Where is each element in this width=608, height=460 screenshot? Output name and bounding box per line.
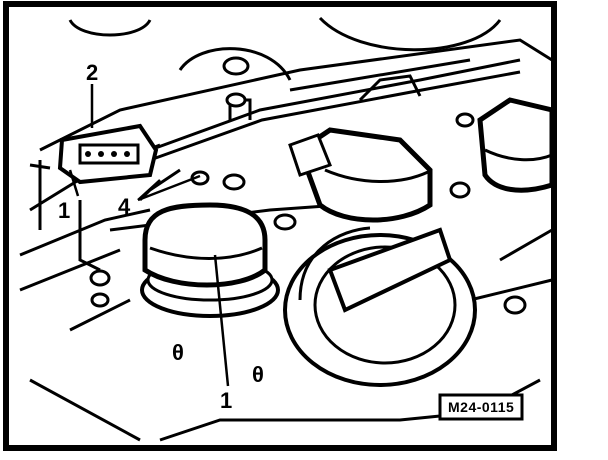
callout-2: 2 — [86, 60, 98, 85]
marker-symbol-right: θ — [252, 362, 264, 387]
reference-code: M24-0115 — [448, 399, 514, 415]
reference-code-box — [438, 393, 524, 421]
leader-lines — [68, 84, 230, 387]
marker-symbol-left: θ — [172, 340, 184, 365]
callout-1-bottom: 1 — [220, 388, 232, 413]
electrical-connector — [57, 123, 159, 185]
fasteners — [89, 56, 527, 315]
oil-filler-cap — [283, 226, 477, 387]
callout-4: 4 — [118, 194, 131, 219]
ignition-coil-right — [477, 97, 555, 193]
ignition-coil-middle — [288, 127, 433, 223]
callout-1-left: 1 — [58, 198, 70, 223]
ignition-coil-front — [140, 202, 280, 318]
